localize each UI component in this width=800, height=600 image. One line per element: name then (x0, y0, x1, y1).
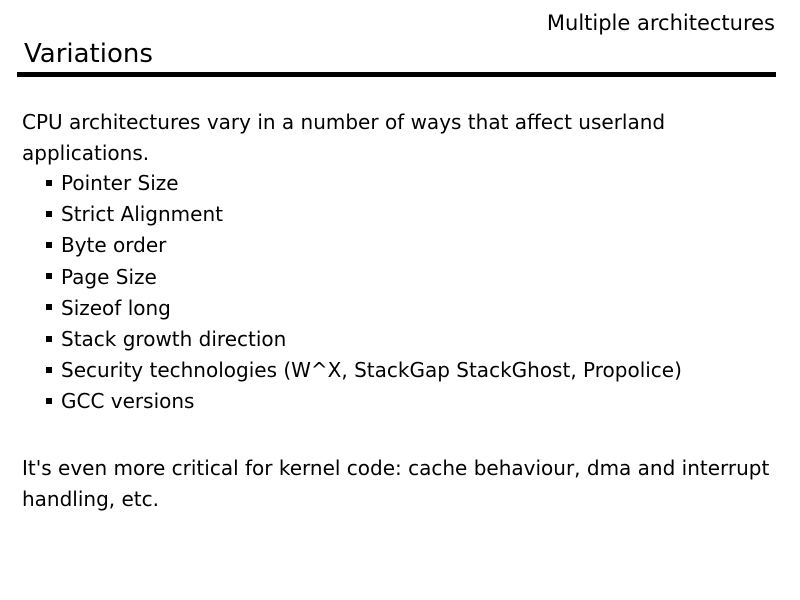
bullet-text: Strict Alignment (61, 202, 223, 227)
bullet-square-icon (46, 179, 52, 186)
list-item: Pointer Size (46, 168, 682, 199)
list-item: Strict Alignment (46, 199, 682, 230)
section-header: Multiple architectures (546, 11, 775, 35)
bullet-square-icon (46, 398, 52, 405)
closing-paragraph: It's even more critical for kernel code:… (22, 456, 770, 511)
list-item: Stack growth direction (46, 324, 682, 355)
intro-paragraph: CPU architectures vary in a number of wa… (22, 110, 666, 165)
bullet-text: Sizeof long (61, 295, 171, 320)
list-item: Sizeof long (46, 293, 682, 324)
slide-title: Variations (24, 39, 153, 69)
bullet-text: GCC versions (61, 389, 195, 414)
list-item: Security technologies (W^X, StackGap Sta… (46, 355, 682, 386)
bullet-text: Byte order (61, 233, 167, 258)
bullet-square-icon (46, 335, 52, 342)
bullet-text: Stack growth direction (61, 327, 287, 352)
bullet-text: Page Size (61, 264, 157, 289)
list-item: GCC versions (46, 386, 682, 417)
bullet-square-icon (46, 242, 52, 248)
bullet-square-icon (46, 210, 52, 217)
title-underline (17, 72, 776, 77)
bullet-text: Pointer Size (61, 171, 179, 195)
list-item: Page Size (46, 262, 682, 293)
bullet-square-icon (46, 273, 52, 280)
bullet-list: Pointer Size Strict Alignment Byte order… (46, 168, 682, 418)
bullet-square-icon (46, 366, 52, 373)
bullet-text: Security technologies (W^X, StackGap Sta… (61, 358, 682, 383)
list-item: Byte order (46, 230, 682, 261)
bullet-square-icon (46, 304, 52, 311)
